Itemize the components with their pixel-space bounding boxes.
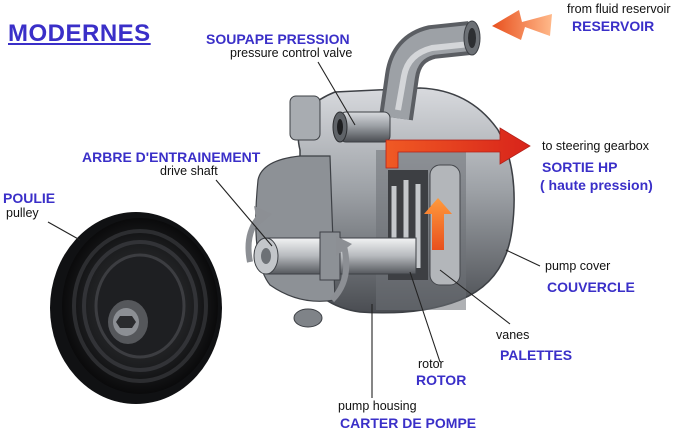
internal-flow-arrow (424, 198, 452, 250)
drive-shaft (253, 231, 417, 281)
vanes-caption: vanes (496, 328, 530, 342)
reservoir-caption: from fluid reservoir (567, 2, 671, 16)
outlet-flow-arrow (385, 127, 531, 169)
soupape-caption: pressure control valve (230, 46, 353, 60)
cover-caption: pump cover (545, 259, 611, 273)
vanes-label: PALETTES (500, 347, 573, 363)
rotor-caption: rotor (418, 357, 444, 371)
inlet-flow-arrow (492, 10, 552, 40)
gearbox-caption: to steering gearbox (542, 139, 650, 153)
rotation-arrow-head (336, 236, 352, 256)
housing-label: CARTER DE POMPE (340, 415, 477, 431)
reservoir-inlet-pipe (379, 20, 481, 121)
arbre-caption: drive shaft (160, 164, 218, 178)
page-title: MODERNES (8, 20, 151, 47)
rotor-label: ROTOR (416, 372, 467, 388)
cover-label: COUVERCLE (547, 279, 635, 295)
leader-lines (47, 61, 541, 398)
sortie-label: SORTIE HP (542, 159, 618, 175)
arbre-label: ARBRE D'ENTRAINEMENT (82, 149, 261, 165)
soupape-label: SOUPAPE PRESSION (206, 31, 350, 47)
poulie-label: POULIE (3, 190, 56, 206)
reservoir-label: RESERVOIR (572, 18, 655, 34)
pulley (50, 212, 222, 404)
pressure-control-valve (332, 111, 391, 143)
poulie-caption: pulley (6, 206, 39, 220)
rotation-arrow-head (254, 206, 272, 226)
sortie-sublabel: ( haute pression) (540, 177, 653, 193)
housing-caption: pump housing (338, 399, 417, 413)
